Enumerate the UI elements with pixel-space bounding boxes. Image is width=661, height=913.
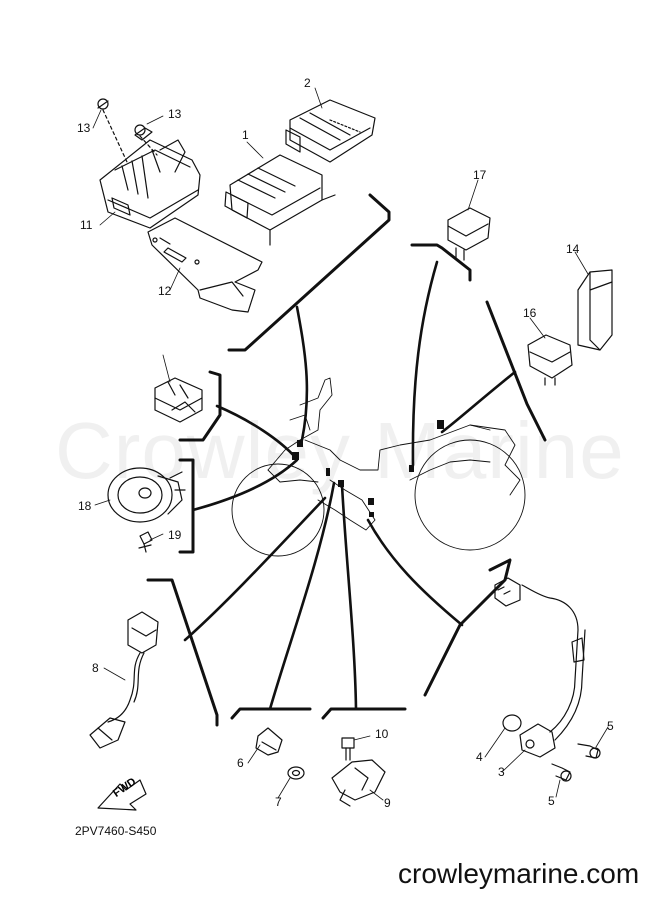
- callout-2: 2: [304, 76, 311, 90]
- callout-7: 7: [275, 795, 282, 809]
- part-17-relay: [447, 207, 491, 261]
- callout-9: 9: [384, 796, 391, 810]
- part-2-connector: [285, 99, 376, 163]
- part-7-washer: [287, 766, 305, 780]
- callout-14: 14: [566, 242, 580, 256]
- fwd-arrow: [97, 779, 147, 811]
- callout-4: 4: [476, 750, 483, 764]
- callout-13a: 13: [77, 121, 91, 135]
- part-3-sensor: [494, 577, 586, 758]
- callout-16: 16: [523, 306, 537, 320]
- callout-6: 6: [237, 756, 244, 770]
- part-11-regulator: [97, 98, 201, 229]
- part-14-cover: [577, 269, 613, 351]
- part-6-switch: [255, 727, 283, 756]
- callout-10: 10: [375, 727, 389, 741]
- callout-5b: 5: [548, 794, 555, 808]
- motorcycle-outline: [231, 377, 526, 557]
- callout-18: 18: [78, 499, 92, 513]
- part-12-bracket: [147, 217, 263, 313]
- diagram-code: 2PV7460-S450: [75, 824, 157, 838]
- part-18-horn: [107, 467, 186, 523]
- callout-11: 11: [80, 218, 93, 232]
- watermark-text: Crowley Marine: [55, 406, 625, 495]
- callout-3: 3: [498, 765, 505, 779]
- callout-5a: 5: [607, 719, 614, 733]
- part-19-bolt: [138, 531, 153, 553]
- site-url[interactable]: crowleymarine.com: [398, 858, 640, 889]
- part-8-sensor: [89, 611, 159, 749]
- part-1-ecu: [224, 154, 336, 246]
- callout-1: 1: [242, 128, 249, 142]
- callout-17: 17: [473, 168, 487, 182]
- callout-lines: [92, 87, 609, 801]
- part-4-oring: [502, 714, 522, 732]
- part-9-sensor: [331, 759, 386, 807]
- connector-marks: [292, 420, 444, 517]
- callout-19: 19: [168, 528, 182, 542]
- part-10-bolt: [341, 737, 355, 761]
- callout-12: 12: [158, 284, 172, 298]
- part-5-bolts: [551, 743, 601, 782]
- callout-13b: 13: [168, 107, 182, 121]
- callout-8: 8: [92, 661, 99, 675]
- part-15-relay: [154, 377, 203, 423]
- leader-lines: [183, 260, 517, 711]
- part-16-relay: [527, 334, 573, 386]
